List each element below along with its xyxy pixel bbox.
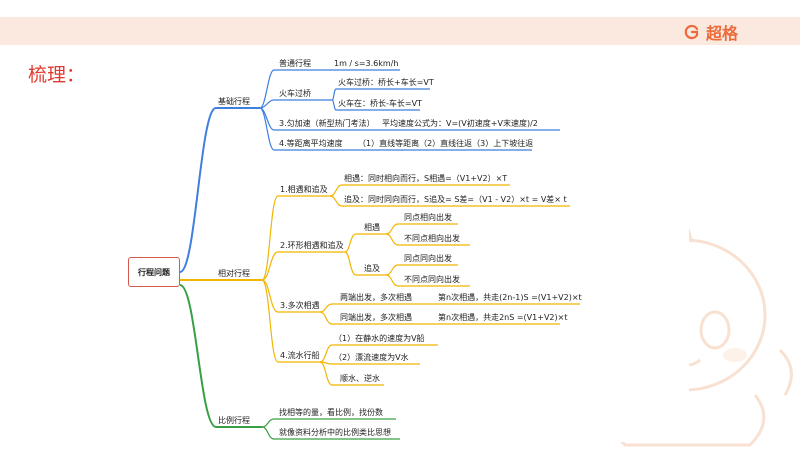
node-r2-chase-b: 不同点同向出发 — [404, 275, 460, 284]
logo-icon — [684, 24, 699, 40]
branch-ratio-label: 比例行程 — [218, 416, 250, 425]
node-putong: 普通行程 — [279, 59, 311, 68]
logo-text: 超格 — [706, 24, 739, 43]
node-huoche-a: 火车过桥：桥长+车长=VT — [338, 78, 434, 87]
node-huoche-b: 火车在：桥长-车长=VT — [338, 99, 422, 108]
node-r2-meet-b: 不同点相向出发 — [404, 234, 460, 243]
node-r2-meet: 相遇 — [364, 223, 380, 232]
node-dengju: 4.等距离平均速度 — [279, 139, 343, 148]
root-node: 行程问题 — [128, 257, 180, 287]
node-r2-chase: 追及 — [364, 264, 380, 273]
node-r3-a: 两端出发，多次相遇 — [340, 293, 412, 302]
node-r4-b: （2）漂流速度为V水 — [334, 353, 409, 362]
header-bar — [0, 17, 800, 45]
node-r1-chase: 追及：同时同向而行，S追及= S差=（V1 - V2）×t = V差× t — [344, 195, 567, 204]
node-r2: 2.环形相遇和追及 — [280, 241, 344, 250]
node-r3-b: 同端出发，多次相遇 — [340, 313, 412, 322]
node-ratio-b: 就像资料分析中的比例类比思想 — [279, 428, 391, 437]
node-r4: 4.流水行船 — [280, 351, 320, 360]
section-heading: 梳理： — [28, 64, 86, 86]
node-r2-chase-a: 同点同向出发 — [404, 254, 452, 263]
node-huoche: 火车过桥 — [279, 89, 311, 98]
node-jiasu: 3.匀加速（新型热门考法） — [279, 119, 375, 128]
node-dengju-cases: （1）直线等距离（2）直线往返（3）上下坡往返 — [358, 139, 534, 148]
branch-relative-label: 相对行程 — [218, 269, 250, 278]
node-r1-meet: 相遇：同时相向而行，S相遇=（V1+V2）×T — [344, 174, 508, 183]
node-r2-meet-a: 同点相向出发 — [404, 213, 452, 222]
node-r3-a-formula: 第n次相遇，共走(2n-1)S =(V1+V2)×t — [438, 293, 582, 302]
node-putong-formula: 1m / s=3.6km/h — [334, 59, 399, 68]
brand-logo: 超格 — [684, 22, 739, 43]
node-jiasu-formula: 平均速度公式为：V=(V初速度+V末速度)/2 — [382, 119, 538, 128]
branch-basic-label: 基础行程 — [218, 97, 250, 106]
node-r1: 1.相遇和追及 — [280, 185, 328, 194]
mind-map-canvas — [127, 55, 689, 442]
node-r3: 3.多次相遇 — [280, 301, 320, 310]
node-ratio-a: 找相等的量，看比例，找份数 — [279, 408, 383, 417]
node-r4-a: （1）在静水的速度为V船 — [334, 334, 425, 343]
node-r4-c: 顺水、逆水 — [340, 374, 380, 383]
node-r3-b-formula: 第n次相遇，共走2nS =(V1+V2)×t — [438, 313, 568, 322]
